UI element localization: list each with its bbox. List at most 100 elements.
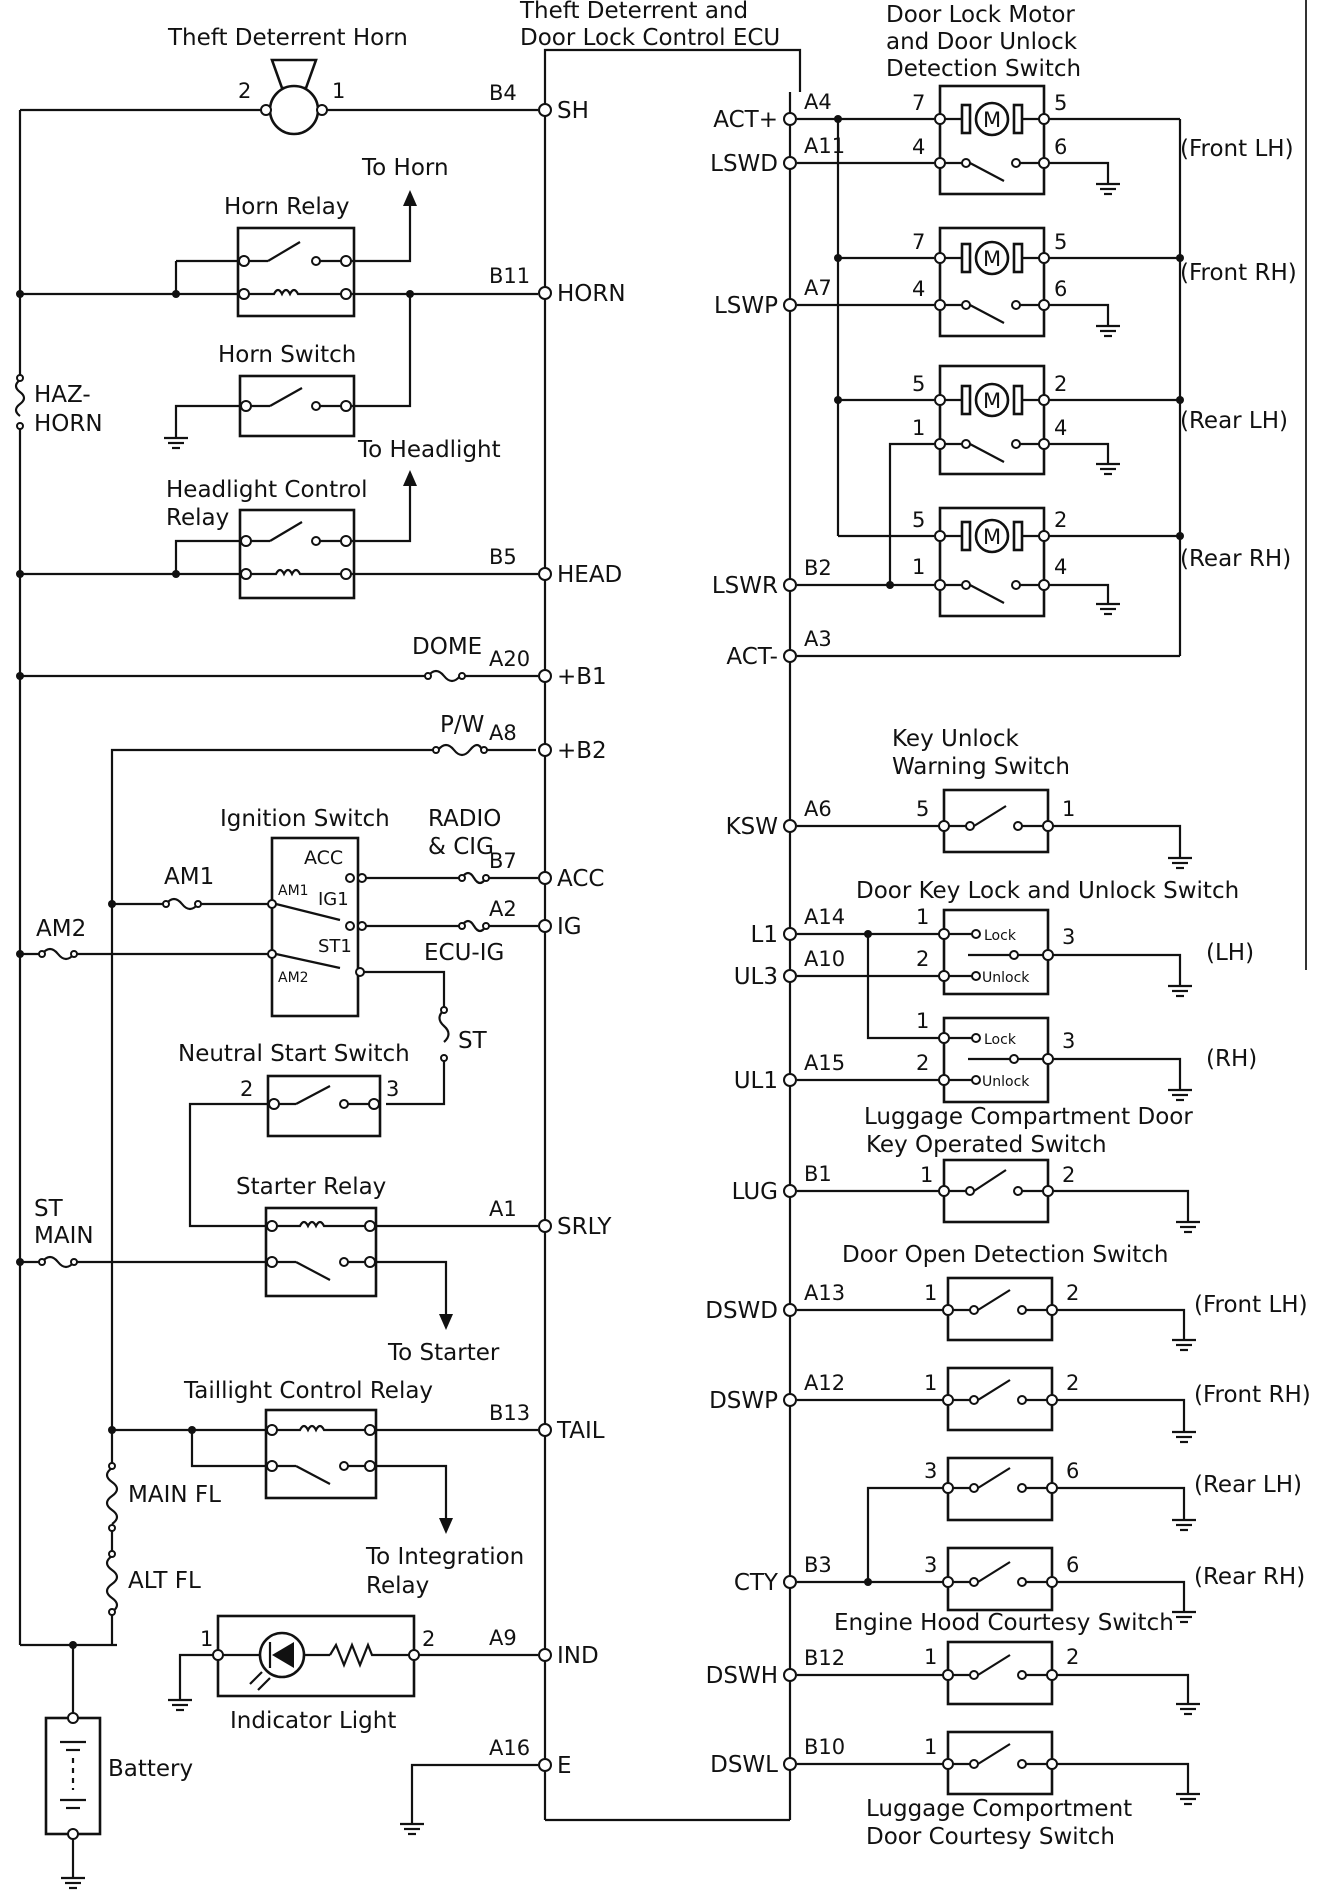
door-lock-motors: Door Lock Motor and Door Unlock Detectio… [797, 2, 1297, 658]
indicator-light-label: Indicator Light [230, 1708, 396, 1734]
dk-lh-lock: Lock [984, 928, 1017, 944]
ecu-pin-b12: B12 [804, 1646, 845, 1670]
ksw-pin-1: 1 [1062, 797, 1075, 821]
ecu-pin-b2: B2 [804, 556, 832, 580]
ecu-pin-a3: A3 [804, 627, 832, 651]
ecu-pin-a6: A6 [804, 797, 832, 821]
horn-switch: Horn Switch [164, 294, 412, 450]
to-starter-label: To Starter [387, 1340, 500, 1366]
ecu-term-name-dswh: DSWH [706, 1663, 778, 1689]
ign-am2-label: AM2 [278, 970, 309, 986]
m4-motor-symbol: M [983, 525, 1001, 549]
am1-label: AM1 [164, 864, 214, 890]
ecu-pin-b4: B4 [489, 81, 517, 105]
ecu-pin-a14: A14 [804, 905, 845, 929]
dk-rh-label: (RH) [1206, 1046, 1257, 1072]
headlight-control-relay: To Headlight Headlight Control Relay [16, 437, 538, 600]
m1-motor-symbol: M [983, 108, 1001, 132]
nss-pin-3: 3 [386, 1077, 399, 1101]
front-rh-label: (Front RH) [1180, 260, 1297, 286]
lug-pin-2: 2 [1062, 1163, 1075, 1187]
luggage-courtesy-label-2: Door Courtesy Switch [866, 1824, 1115, 1850]
rear-courtesy-switches: 3 6 (Rear LH) 3 6 (Rear RH) Engine Hood … [797, 1456, 1305, 1636]
dod-fl-pin-2: 2 [1066, 1281, 1079, 1305]
ecu-term-name-tail: TAIL [556, 1418, 605, 1444]
ecu-term-name-dswp: DSWP [709, 1388, 778, 1414]
m1-pin-5: 5 [1054, 91, 1067, 115]
ecu-term-name-act: ACT+ [713, 107, 778, 133]
neutral-start-label: Neutral Start Switch [178, 1041, 410, 1067]
starter-relay-label: Starter Relay [236, 1174, 386, 1200]
ind-pin-2: 2 [422, 1627, 435, 1651]
ecu-box: Theft Deterrent and Door Lock Control EC… [519, 0, 802, 1822]
haz-horn-label-2: HORN [34, 411, 103, 437]
neutral-start-switch: Neutral Start Switch 2 3 [178, 1041, 410, 1228]
ecu-term-name-ind: IND [557, 1643, 599, 1669]
ecu-term-name-lug: LUG [732, 1179, 778, 1205]
dk-rh-pin-1: 1 [916, 1009, 929, 1033]
dk-rh-unlock: Unlock [982, 1074, 1030, 1090]
m2-motor-symbol: M [983, 247, 1001, 271]
ecu-term-name-lswd: LSWD [710, 151, 778, 177]
ecu-terminal--b2: A8+B2 [489, 721, 607, 764]
dod-front-rh-label: (Front RH) [1194, 1382, 1311, 1408]
haz-horn-label-1: HAZ- [34, 382, 91, 408]
luggage-key-label-2: Key Operated Switch [866, 1132, 1107, 1158]
ecu-term-name-acc: ACC [557, 866, 604, 892]
ecu-pin-a1: A1 [489, 1197, 517, 1221]
dk-lh-label: (LH) [1206, 940, 1254, 966]
horn-relay: Horn Relay To Horn [16, 155, 538, 318]
m2-pin-5: 5 [1054, 230, 1067, 254]
ecu-term-name-head: HEAD [557, 562, 622, 588]
st-fuse-label: ST [458, 1028, 488, 1054]
m4-pin-2: 2 [1054, 508, 1067, 532]
ecu-pin-b11: B11 [489, 264, 530, 288]
ecu-pin-a2: A2 [489, 897, 517, 921]
horn-title: Theft Deterrent Horn [167, 25, 408, 51]
ecu-title-line1: Theft Deterrent and [519, 0, 748, 24]
ign-am1-label: AM1 [278, 883, 309, 899]
ecu-term-name-srly: SRLY [557, 1214, 612, 1240]
horn-pin-1: 1 [332, 79, 345, 103]
key-unlock-label-1: Key Unlock [892, 726, 1020, 752]
st-main-label-1: ST [34, 1196, 64, 1222]
cty-rr-pin-6: 6 [1066, 1553, 1079, 1577]
starter-relay: Starter Relay To Starter ST MAIN [16, 1174, 538, 1366]
ecu-term-name-l1: L1 [751, 922, 778, 948]
ecu-term-name-ul3: UL3 [734, 964, 778, 990]
dome-fuse: DOME [16, 634, 538, 683]
ecu-term-name-e: E [557, 1753, 572, 1779]
ignition-switch-label: Ignition Switch [220, 806, 390, 832]
ecu-pin-b3: B3 [804, 1553, 832, 1577]
m1-pin-7: 7 [912, 91, 925, 115]
headlight-relay-label-2: Relay [166, 505, 229, 531]
dod-fl-pin-1: 1 [924, 1281, 937, 1305]
to-headlight-label: To Headlight [357, 437, 501, 463]
ecu-pin-a15: A15 [804, 1051, 845, 1075]
ecu-pin-b5: B5 [489, 545, 517, 569]
to-integration-label-1: To Integration [365, 1544, 524, 1570]
dswl-pin-1: 1 [924, 1735, 937, 1759]
ecu-ground [400, 1763, 538, 1836]
to-horn-label: To Horn [361, 155, 449, 181]
left-bus-wiring [18, 110, 536, 1718]
headlight-relay-label-1: Headlight Control [166, 477, 368, 503]
theft-deterrent-horn: Theft Deterrent Horn 2 1 [20, 25, 538, 136]
cty-rl-pin-3: 3 [924, 1459, 937, 1483]
